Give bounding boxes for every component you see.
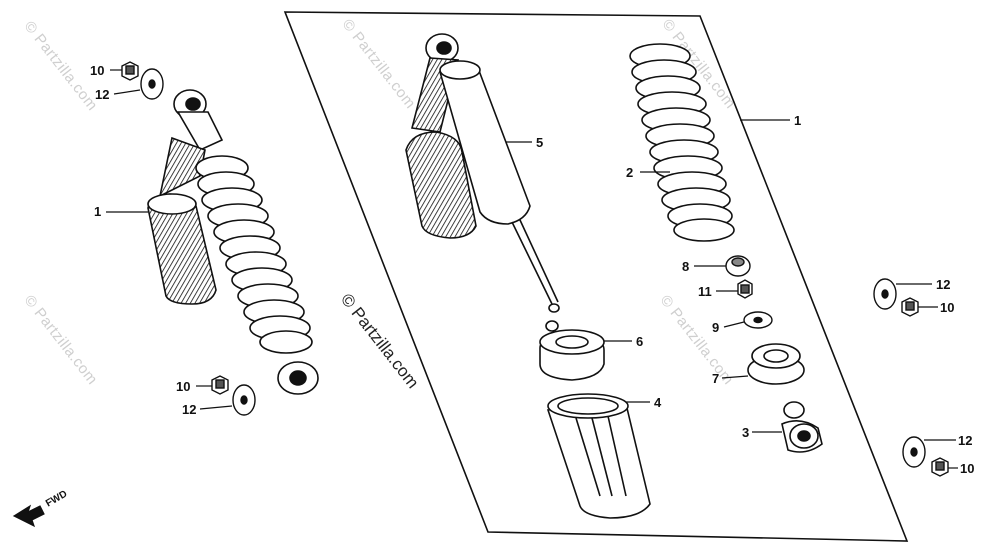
callout-10-bottom-left: 10 (176, 379, 191, 394)
spring-seat (747, 343, 805, 385)
callout-2: 2 (626, 165, 634, 180)
fwd-arrow-icon (12, 504, 45, 528)
lower-joint (781, 401, 823, 453)
callout-1-left: 1 (94, 204, 102, 219)
spring-adjuster (539, 320, 605, 381)
assembly-outline (283, 11, 909, 542)
right-upper-washer (873, 278, 897, 310)
left-lower-nut (211, 375, 229, 395)
callout-1-right: 1 (794, 113, 802, 128)
callout-7: 7 (712, 371, 720, 386)
callout-6: 6 (636, 334, 644, 349)
damper-unit (405, 33, 560, 313)
left-upper-washer (140, 68, 164, 100)
callout-12-right-upper: 12 (936, 277, 951, 292)
spring (629, 43, 735, 242)
right-upper-nut (901, 297, 919, 317)
callout-10-right-lower: 10 (960, 461, 975, 476)
left-upper-nut (121, 61, 139, 81)
left-lower-washer (232, 384, 256, 416)
callout-4: 4 (654, 395, 662, 410)
callout-9: 9 (712, 320, 720, 335)
right-lower-nut (931, 457, 949, 477)
callout-10-top-left: 10 (90, 63, 105, 78)
leader-lines (106, 69, 958, 469)
left-spring (195, 155, 313, 354)
callout-11: 11 (698, 284, 712, 299)
callout-8: 8 (682, 259, 690, 274)
left-shock-assembly (147, 89, 319, 395)
lock-nut (737, 279, 753, 299)
callout-10-right-upper: 10 (940, 300, 955, 315)
callout-12-right-lower: 12 (958, 433, 973, 448)
washer-9 (743, 311, 773, 329)
spring-guide (546, 393, 651, 519)
bump-rubber (725, 255, 751, 277)
callout-12-top-left: 12 (95, 87, 110, 102)
callout-5: 5 (536, 135, 544, 150)
right-lower-washer (902, 436, 926, 468)
callout-12-bottom-left: 12 (182, 402, 197, 417)
callout-3: 3 (742, 425, 750, 440)
